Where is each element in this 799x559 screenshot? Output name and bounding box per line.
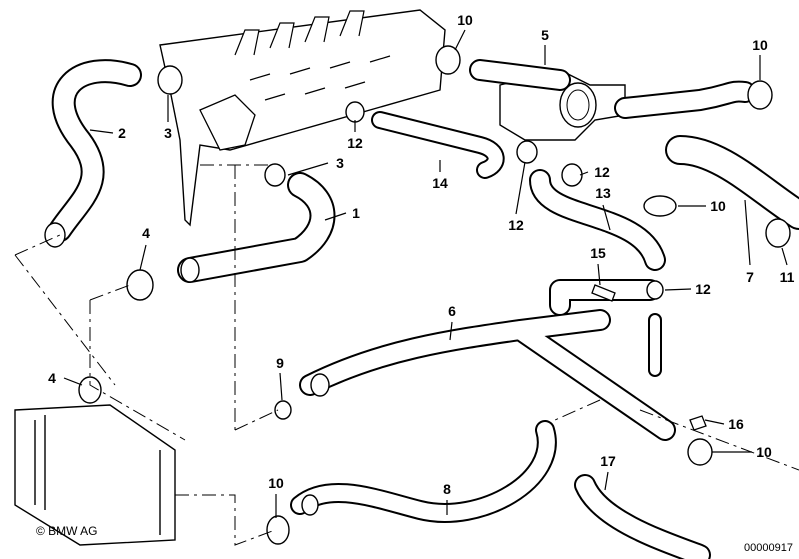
callout-11: 11 bbox=[779, 269, 795, 285]
callout-13: 13 bbox=[595, 185, 611, 201]
radiator bbox=[14, 404, 176, 546]
callout-12: 12 bbox=[508, 217, 524, 233]
callout-12: 12 bbox=[695, 281, 711, 297]
hoses bbox=[48, 59, 799, 559]
callout-7: 7 bbox=[746, 269, 754, 285]
callout-10: 10 bbox=[457, 12, 473, 28]
assembly-lines bbox=[14, 164, 799, 546]
callout-16: 16 bbox=[728, 416, 744, 432]
callout-4: 4 bbox=[142, 225, 150, 241]
callout-3: 3 bbox=[336, 155, 344, 171]
drawing-number: 00000917 bbox=[744, 542, 793, 554]
callout-10: 10 bbox=[710, 198, 726, 214]
callout-9: 9 bbox=[276, 355, 284, 371]
callout-12: 12 bbox=[594, 164, 610, 180]
throttle-body bbox=[499, 69, 626, 141]
callout-3: 3 bbox=[164, 125, 172, 141]
callout-17: 17 bbox=[600, 453, 616, 469]
callout-14: 14 bbox=[432, 175, 448, 191]
callout-4: 4 bbox=[48, 370, 56, 386]
copyright-notice: © BMW AG bbox=[36, 524, 98, 538]
callout-10: 10 bbox=[268, 475, 284, 491]
callout-8: 8 bbox=[443, 481, 451, 497]
callout-5: 5 bbox=[541, 27, 549, 43]
callout-15: 15 bbox=[590, 245, 606, 261]
callout-10: 10 bbox=[752, 37, 768, 53]
engine-block bbox=[159, 9, 446, 227]
callout-1: 1 bbox=[352, 205, 360, 221]
callout-12: 12 bbox=[347, 135, 363, 151]
bolts bbox=[591, 284, 707, 431]
callout-2: 2 bbox=[118, 125, 126, 141]
callout-6: 6 bbox=[448, 303, 456, 319]
leader-lines bbox=[63, 29, 788, 518]
hose-clamps bbox=[44, 45, 791, 545]
callout-10: 10 bbox=[756, 444, 772, 460]
